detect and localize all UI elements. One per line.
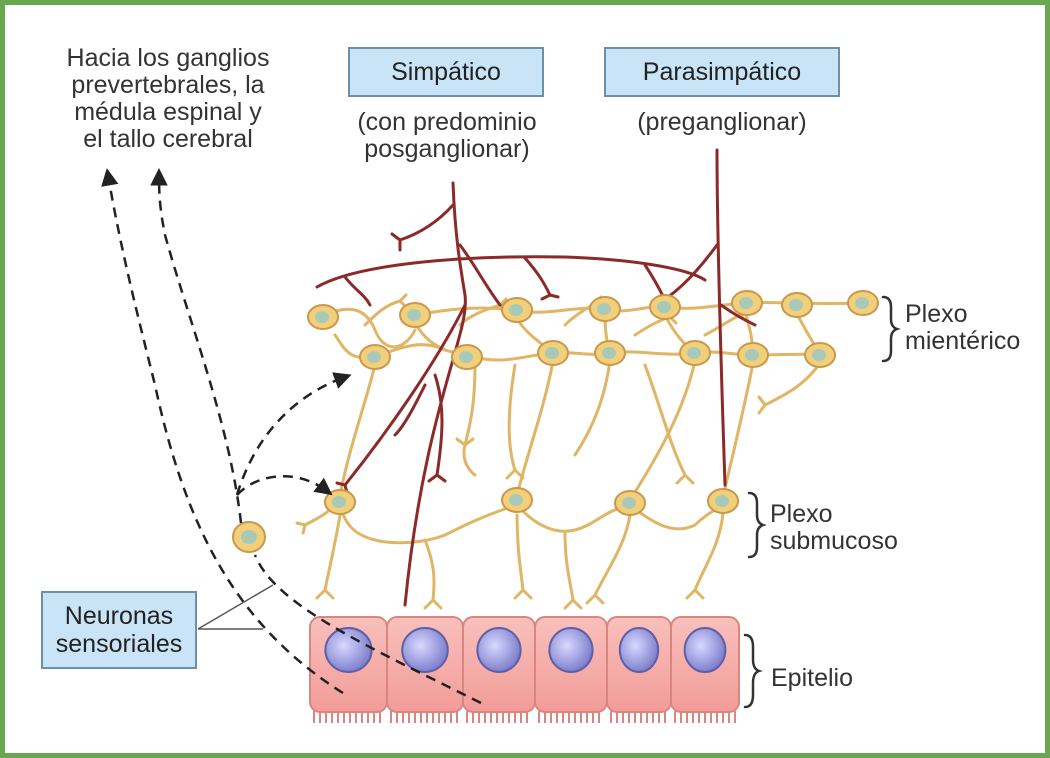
myenteric-plexus-label: Plexo mientérico [905,301,1045,355]
myenteric-ganglion-cell [782,293,812,317]
myenteric-ganglion-cell [452,345,482,369]
myenteric-ganglion-cell [805,343,835,367]
cell-nucleus [402,628,448,672]
epithelial-cell [671,617,739,723]
epithelium-layer [310,617,739,723]
cell-nucleus [685,628,726,672]
epithelial-cell [463,617,535,723]
myenteric-ganglion-cell [650,295,680,319]
submucosal-ganglion-cell [502,488,532,512]
submucosal-ganglion-cell [708,489,738,513]
cell-nucleus [477,628,520,672]
cell-nucleus [549,628,592,672]
myenteric-ganglion-cell [732,291,762,315]
cell-nucleus [325,628,371,672]
parasympathetic-box: Parasimpático [604,47,840,97]
submucosal-ganglion-cell [325,490,355,514]
parasympathetic-subtitle: (preganglionar) [602,109,842,136]
myenteric-ganglion-cell [360,345,390,369]
submucosal-ganglion-cell [615,491,645,515]
epithelial-cell [535,617,607,723]
myenteric-ganglion-cell [595,341,625,365]
myenteric-ganglion-cell [502,298,532,322]
epithelium-label: Epitelio [771,665,911,692]
submucosal-brace [749,493,763,557]
myenteric-ganglion-cell [848,291,878,315]
myenteric-ganglion-cell [680,341,710,365]
sensory-neurons-box: Neuronas sensoriales [41,591,197,669]
epithelial-cell [607,617,671,723]
submucosal-ganglia [325,488,738,515]
myenteric-ganglion-cell [308,305,338,329]
sympathetic-subtitle: (con predominio posganglionar) [323,109,571,163]
sensory-neuron-cell [233,522,265,552]
epithelium-brace [745,635,759,707]
submucosal-plexus-label: Plexo submucoso [770,501,930,555]
sympathetic-box: Simpático [348,47,544,97]
plexus-fibers [305,301,865,600]
cell-nucleus [620,628,658,672]
myenteric-brace [883,297,897,361]
myenteric-ganglion-cell [400,303,430,327]
sensory-callout-lines [198,585,273,629]
epithelial-cell [387,617,463,723]
myenteric-ganglion-cell [538,341,568,365]
destination-label: Hacia los ganglios prevertebrales, la mé… [43,45,293,153]
myenteric-ganglion-cell [590,297,620,321]
myenteric-ganglion-cell [738,343,768,367]
epithelial-cell [310,617,387,723]
